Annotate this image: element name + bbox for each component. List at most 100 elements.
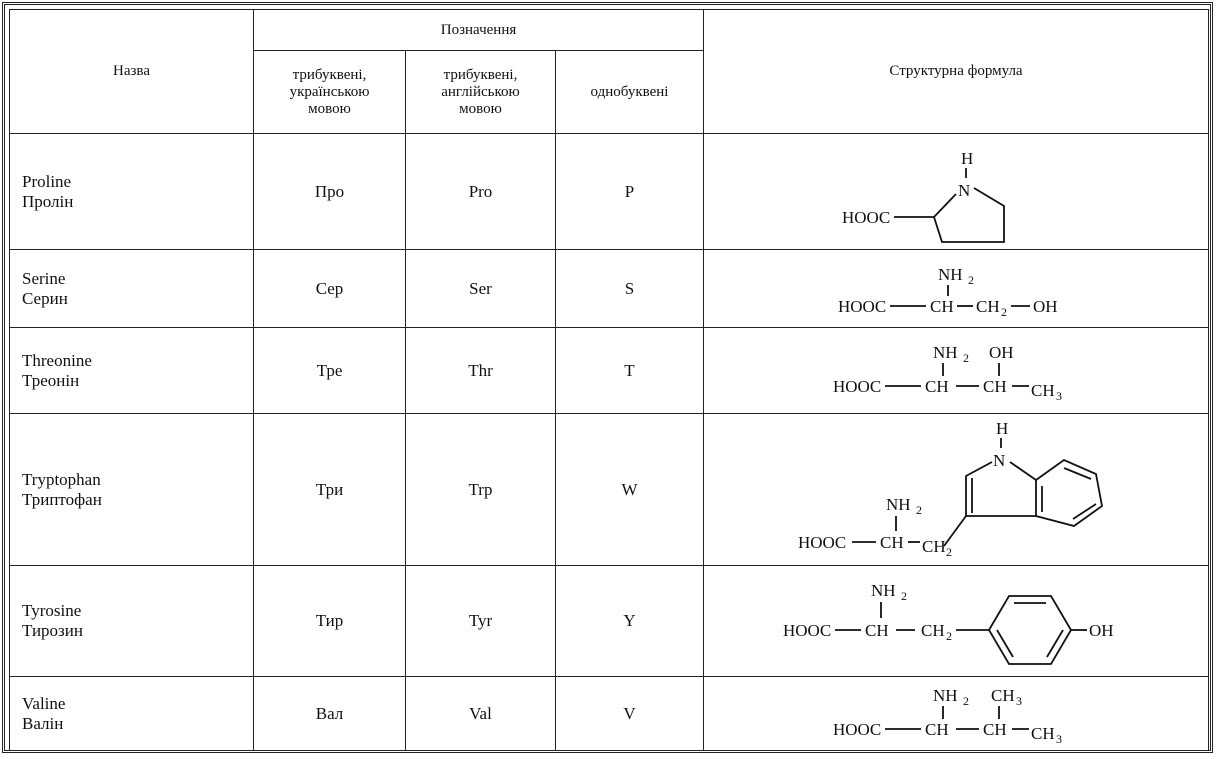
ch3-label: CH [1031,724,1055,743]
oh-label: OH [1033,297,1058,316]
formula-cell: H N HOOC [703,133,1209,250]
hooc-label: HOOC [798,533,846,552]
nh-label: NH [871,581,896,600]
ch-label: CH [925,377,949,396]
code-en: Ser [405,249,556,328]
table-row: Valine Валін Вал Val V NH 2 CH 3 HOOC CH… [9,676,1209,751]
hooc-label: HOOC [783,621,831,640]
name-uk: Валін [22,713,64,733]
name-en: Proline [22,171,72,191]
table-row: Threonine Треонін Тре Thr T NH 2 OH HOOC… [9,327,1209,414]
name-cell: Tyrosine Тирозин [9,565,254,677]
tyrosine-structure: NH 2 HOOC CH CH 2 OH [783,581,1114,665]
proline-structure: H N HOOC [842,149,1005,243]
formula-cell: H N NH 2 HOOC CH [703,413,1209,566]
code-uk: Вал [253,676,406,751]
oh-label: OH [1089,621,1114,640]
name-en: Threonine [22,350,92,370]
serine-structure: NH 2 HOOC CH CH 2 OH [838,265,1058,319]
code-en: Val [405,676,556,751]
threonine-structure: NH 2 OH HOOC CH CH CH 3 [833,343,1062,403]
nh-label: NH [886,495,911,514]
ch-label-2: CH [983,377,1007,396]
valine-structure: NH 2 CH 3 HOOC CH CH CH 3 [833,686,1062,746]
header-designation: Позначення [253,9,704,51]
name-uk: Триптофан [22,489,102,509]
ch2-label: CH [976,297,1000,316]
ch2-sub: 2 [946,629,952,643]
name-en: Serine [22,268,66,288]
ch-label: CH [925,720,949,739]
formula-cell: NH 2 CH 3 HOOC CH CH CH 3 [703,676,1209,751]
name-uk: Серин [22,288,68,308]
table-row: Tryptophan Триптофан Три Trp W H N [9,413,1209,566]
ch2-sub: 2 [1001,305,1007,319]
hooc-label: HOOC [842,208,890,227]
code-en: Trp [405,413,556,566]
ch3-top-sub: 3 [1016,694,1022,708]
formula-cell: NH 2 HOOC CH CH 2 OH [703,249,1209,328]
ch3-sub: 3 [1056,389,1062,403]
code-en: Pro [405,133,556,250]
code-one: S [555,249,704,328]
atom-h: H [961,149,973,168]
nh-sub: 2 [963,351,969,365]
name-uk: Треонін [22,370,80,390]
name-en: Tryptophan [22,469,101,489]
name-cell: Tryptophan Триптофан [9,413,254,566]
code-one: T [555,327,704,414]
name-cell: Serine Серин [9,249,254,328]
ch-label: CH [865,621,889,640]
name-cell: Valine Валін [9,676,254,751]
code-one: V [555,676,704,751]
ch2-label: CH [922,537,946,556]
header-formula: Структурна формула [703,9,1209,134]
nh-label: NH [938,265,963,284]
code-uk: Тир [253,565,406,677]
nh-sub: 2 [963,694,969,708]
table-row: Tyrosine Тирозин Тир Tyr Y NH 2 HOOC CH … [9,565,1209,677]
header-three-letter-en: трибуквені, англійською мовою [405,50,556,134]
nh-label: NH [933,343,958,362]
amino-acid-table: Назва Позначення Структурна формула триб… [9,9,1209,751]
name-cell: Threonine Треонін [9,327,254,414]
code-one: W [555,413,704,566]
hooc-label: HOOC [833,720,881,739]
header-one-letter: однобуквені [555,50,704,134]
table-row: Serine Серин Сер Ser S NH 2 HOOC CH CH 2… [9,249,1209,328]
header-three-letter-uk-text: трибуквені, українською мовою [289,66,370,117]
name-uk: Пролін [22,191,74,211]
formula-cell: NH 2 HOOC CH CH 2 OH [703,565,1209,677]
ch-label: CH [930,297,954,316]
hooc-label: HOOC [838,297,886,316]
ch3-top-label: CH [991,686,1015,705]
nh-sub: 2 [968,273,974,287]
header-three-letter-uk: трибуквені, українською мовою [253,50,406,134]
atom-h: H [996,419,1008,438]
atom-n: N [958,181,970,200]
ch-label: CH [880,533,904,552]
nh-label: NH [933,686,958,705]
ch3-sub: 3 [1056,732,1062,746]
ch2-sub: 2 [946,545,952,559]
name-uk: Тирозин [22,621,83,640]
atom-n: N [993,451,1005,470]
code-uk: Про [253,133,406,250]
code-uk: Тре [253,327,406,414]
nh-sub: 2 [916,503,922,517]
code-one: P [555,133,704,250]
code-one: Y [555,565,704,677]
table-row: Proline Пролін Про Pro P H N HOOC [9,133,1209,250]
hooc-label: HOOC [833,377,881,396]
tryptophan-structure: H N NH 2 HOOC CH [798,419,1103,559]
name-cell: Proline Пролін [9,133,254,250]
nh-sub: 2 [901,589,907,603]
code-uk: Три [253,413,406,566]
header-name: Назва [9,9,254,134]
name-en: Tyrosine [22,601,82,620]
code-en: Thr [405,327,556,414]
name-en: Valine [22,693,66,713]
ch3-label: CH [1031,381,1055,400]
code-uk: Сер [253,249,406,328]
